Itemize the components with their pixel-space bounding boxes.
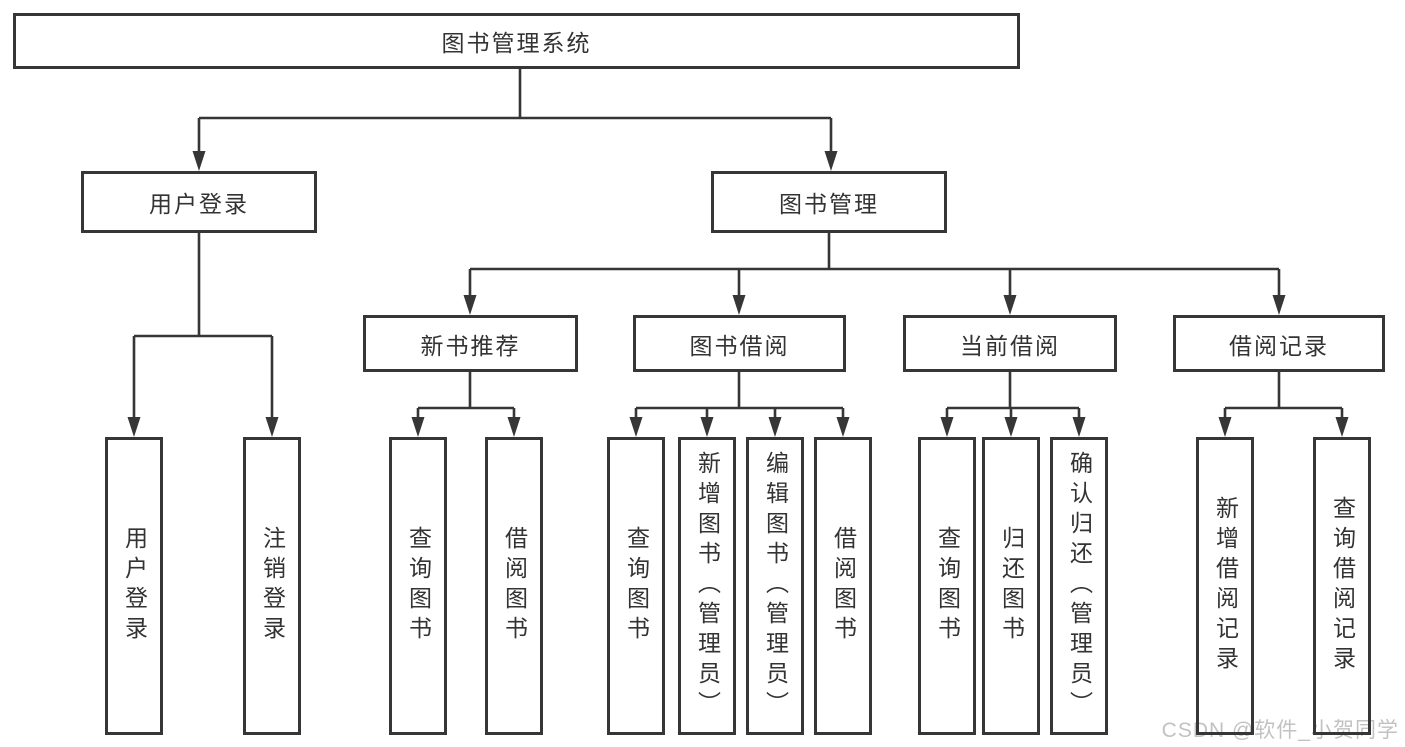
leaf-borrowing-query-books: 查询图书 (607, 437, 665, 735)
leaf-borrowing-borrow-books: 借阅图书 (814, 437, 872, 735)
leaf-user-login: 用户登录 (105, 437, 163, 735)
node-borrowing-records: 借阅记录 (1173, 315, 1385, 372)
node-user-login: 用户登录 (81, 171, 317, 233)
leaf-current-return-books: 归还图书 (982, 437, 1040, 735)
node-current-borrowing: 当前借阅 (903, 315, 1117, 372)
csdn-watermark: CSDN @软件_小贺同学 (1161, 719, 1399, 742)
leaf-current-confirm-return-admin: 确认归还（管理员） (1050, 437, 1108, 735)
node-book-borrowing: 图书借阅 (633, 315, 846, 372)
leaf-records-query-record: 查询借阅记录 (1313, 437, 1371, 735)
leaf-records-add-record: 新增借阅记录 (1196, 437, 1254, 735)
node-root: 图书管理系统 (13, 13, 1020, 69)
arrowheads (127, 151, 1349, 437)
leaf-newbooks-query-books: 查询图书 (389, 437, 447, 735)
node-new-book-recommend: 新书推荐 (363, 315, 578, 372)
leaf-borrowing-edit-books-admin: 编辑图书（管理员） (746, 437, 804, 735)
leaf-newbooks-borrow-books: 借阅图书 (485, 437, 543, 735)
node-book-management: 图书管理 (711, 171, 947, 233)
leaf-logout: 注销登录 (243, 437, 301, 735)
leaf-current-query-books: 查询图书 (918, 437, 976, 735)
leaf-borrowing-add-books-admin: 新增图书（管理员） (678, 437, 736, 735)
